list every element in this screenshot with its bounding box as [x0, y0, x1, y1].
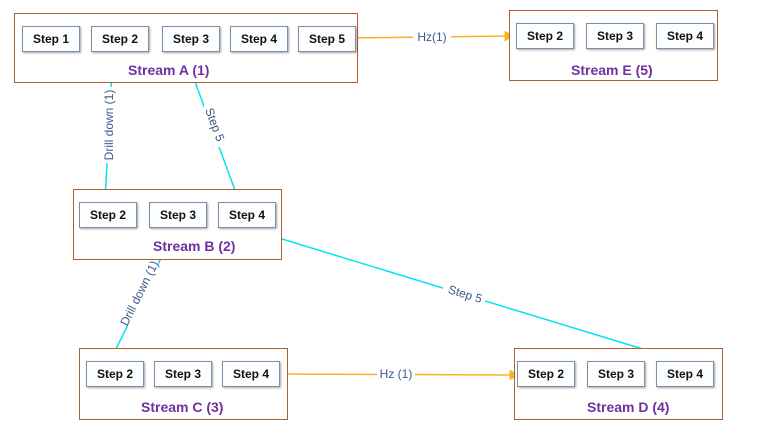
stream-a-step-2[interactable]: Step 2 [91, 26, 149, 52]
stream-a-step-4[interactable]: Step 4 [230, 26, 288, 52]
edge-d-to-b-label: Step 5 [447, 282, 485, 306]
stream-b: Step 2 Step 3 Step 4 Stream B (2) [73, 189, 282, 260]
edge-a-to-e-label: Hz(1) [417, 30, 446, 44]
stream-a-label: Stream A (1) [128, 62, 210, 78]
stream-a: Step 1 Step 2 Step 3 Step 4 Step 5 Strea… [14, 13, 358, 83]
stream-e-step-2[interactable]: Step 2 [516, 23, 574, 49]
stream-b-step-4[interactable]: Step 4 [218, 202, 276, 228]
edge-a-to-b-label: Drill down (1) [102, 90, 116, 161]
edge-d-to-b-label-bg [443, 286, 485, 302]
stream-c-step-3[interactable]: Step 3 [154, 361, 212, 387]
stream-c: Step 2 Step 3 Step 4 Stream C (3) [79, 348, 288, 420]
edge-a-to-b-label-bg [102, 87, 116, 163]
stream-d-step-3[interactable]: Step 3 [587, 361, 645, 387]
stream-c-step-2[interactable]: Step 2 [86, 361, 144, 387]
stream-e-label: Stream E (5) [571, 62, 653, 78]
edge-b-to-a-label-bg [204, 105, 220, 147]
stream-a-step-3[interactable]: Step 3 [162, 26, 220, 52]
edge-b-to-c-label-bg [128, 262, 158, 328]
edge-c-to-d-label-bg [377, 366, 415, 381]
stream-c-label: Stream C (3) [141, 399, 224, 415]
stream-e-step-4[interactable]: Step 4 [656, 23, 714, 49]
stream-a-step-1[interactable]: Step 1 [22, 26, 80, 52]
stream-a-step-5[interactable]: Step 5 [298, 26, 356, 52]
stream-e-step-3[interactable]: Step 3 [586, 23, 644, 49]
edge-c-to-d-label: Hz (1) [380, 367, 413, 381]
stream-d: Step 2 Step 3 Step 4 Stream D (4) [514, 348, 723, 420]
stream-c-step-4[interactable]: Step 4 [222, 361, 280, 387]
stream-d-step-2[interactable]: Step 2 [517, 361, 575, 387]
stream-e: Step 2 Step 3 Step 4 Stream E (5) [509, 10, 718, 81]
stream-b-step-2[interactable]: Step 2 [79, 202, 137, 228]
stream-d-label: Stream D (4) [587, 399, 670, 415]
edge-a-to-e-label-bg [413, 30, 451, 45]
stream-d-step-4[interactable]: Step 4 [656, 361, 714, 387]
stream-b-label: Stream B (2) [153, 238, 236, 254]
stream-b-step-3[interactable]: Step 3 [149, 202, 207, 228]
